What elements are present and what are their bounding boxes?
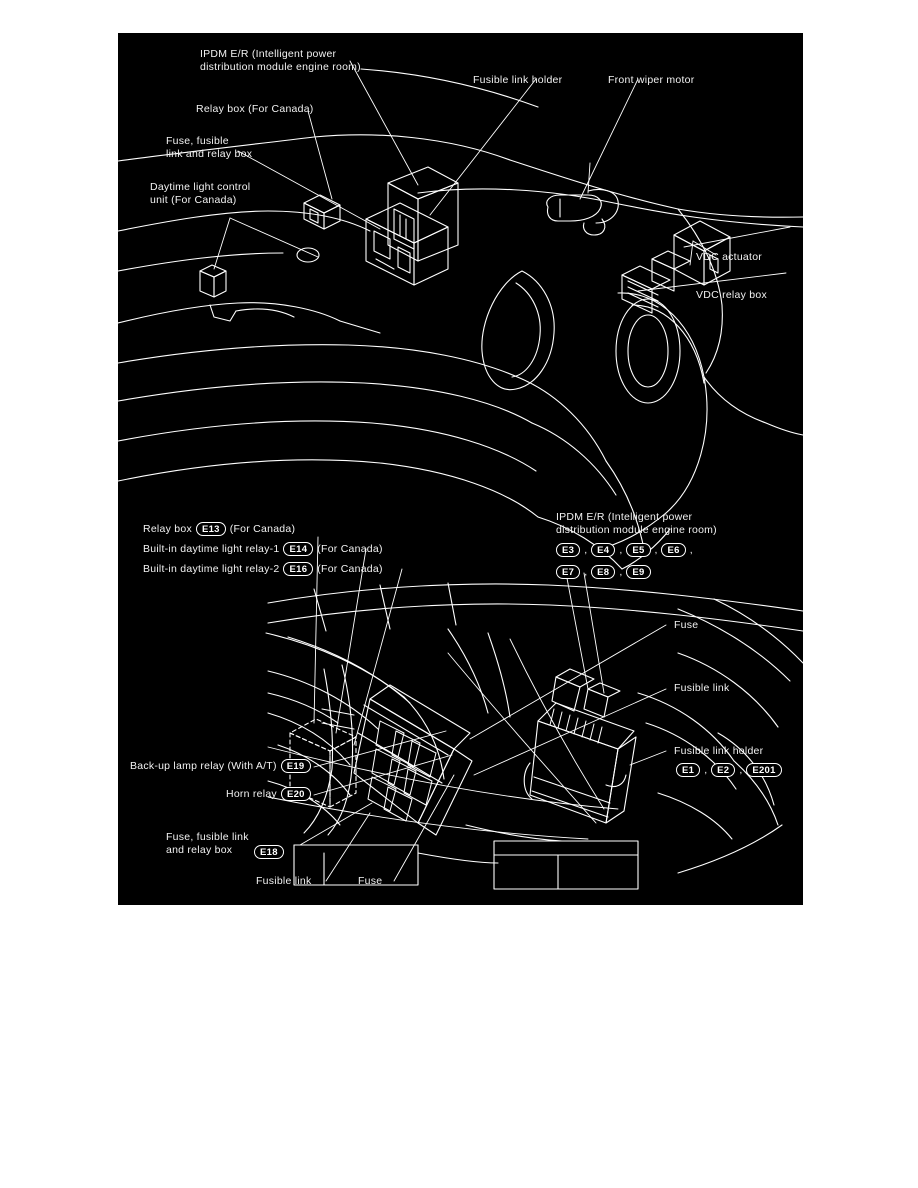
- label-vdc-actuator: VDC actuator: [696, 251, 763, 263]
- label-fuse-bottom: Fuse: [358, 875, 383, 887]
- line-art: [118, 60, 803, 890]
- connector-badge-e8[interactable]: E8: [591, 565, 616, 579]
- daytime-relay-1-suffix: (For Canada): [317, 543, 383, 555]
- connector-badge-e2[interactable]: E2: [711, 763, 736, 777]
- ipdm-badges-row-1: E3 , E4 , E5 , E6 ,: [556, 543, 693, 557]
- label-ipdm-er-lower: IPDM E/R (Intelligent power distribution…: [556, 511, 717, 536]
- row-horn-relay-e20: Horn relay E20: [226, 787, 311, 801]
- connector-badge-e20[interactable]: E20: [280, 787, 311, 801]
- relay-box-label: Relay box: [143, 523, 192, 535]
- row-daytime-relay-2-e16: Built-in daytime light relay-2 E16 (For …: [143, 562, 383, 576]
- connector-badge-e14[interactable]: E14: [283, 542, 314, 556]
- connector-badge-e6[interactable]: E6: [661, 543, 686, 557]
- label-fusible-link-right: Fusible link: [674, 682, 730, 694]
- connector-badge-e16[interactable]: E16: [283, 562, 314, 576]
- label-vdc-relay-box: VDC relay box: [696, 289, 767, 301]
- connector-badge-e18[interactable]: E18: [254, 845, 284, 859]
- connector-badge-e3[interactable]: E3: [556, 543, 581, 557]
- row-daytime-relay-1-e14: Built-in daytime light relay-1 E14 (For …: [143, 542, 383, 556]
- row-backup-lamp-relay-e19: Back-up lamp relay (With A/T) E19: [130, 759, 311, 773]
- relay-box-suffix: (For Canada): [229, 523, 296, 535]
- connector-badge-e19[interactable]: E19: [280, 759, 311, 773]
- illustration-panel: IPDM E/R (Intelligent power distribution…: [118, 33, 803, 905]
- horn-relay-label: Horn relay: [226, 788, 277, 800]
- connector-badge-e5[interactable]: E5: [626, 543, 651, 557]
- label-front-wiper-motor: Front wiper motor: [608, 74, 695, 86]
- connector-badge-e4[interactable]: E4: [591, 543, 616, 557]
- connector-badge-e201[interactable]: E201: [746, 763, 782, 777]
- connector-badge-e1[interactable]: E1: [676, 763, 701, 777]
- backup-lamp-relay-label: Back-up lamp relay (With A/T): [130, 760, 277, 772]
- fusible-link-holder-badges: E1 , E2 , E201: [676, 763, 782, 777]
- connector-badge-e9[interactable]: E9: [626, 565, 651, 579]
- label-daytime-light-control-unit: Daytime light control unit (For Canada): [150, 181, 251, 206]
- daytime-relay-2-label: Built-in daytime light relay-2: [143, 563, 280, 575]
- label-fuse-right: Fuse: [674, 619, 699, 631]
- ipdm-badges-row-2: E7 , E8 , E9: [556, 565, 651, 579]
- label-relay-box-canada: Relay box (For Canada): [196, 103, 314, 115]
- daytime-relay-1-label: Built-in daytime light relay-1: [143, 543, 280, 555]
- label-ipdm-er: IPDM E/R (Intelligent power distribution…: [200, 48, 361, 73]
- label-fusible-link-holder-lower: Fusible link holder: [674, 745, 764, 757]
- row-relay-box-e13: Relay box E13 (For Canada): [143, 522, 295, 536]
- daytime-relay-2-suffix: (For Canada): [317, 563, 383, 575]
- connector-badge-e7[interactable]: E7: [556, 565, 581, 579]
- label-fusible-link-holder-upper: Fusible link holder: [473, 74, 563, 86]
- label-fuse-fusible-link-and-relay-box-lower: Fuse, fusible link and relay box: [166, 831, 249, 856]
- label-fusible-link-bottom: Fusible link: [256, 875, 312, 887]
- label-fuse-fusible-link-and-relay-box: Fuse, fusible link and relay box: [166, 135, 253, 160]
- connector-badge-e13[interactable]: E13: [195, 522, 226, 536]
